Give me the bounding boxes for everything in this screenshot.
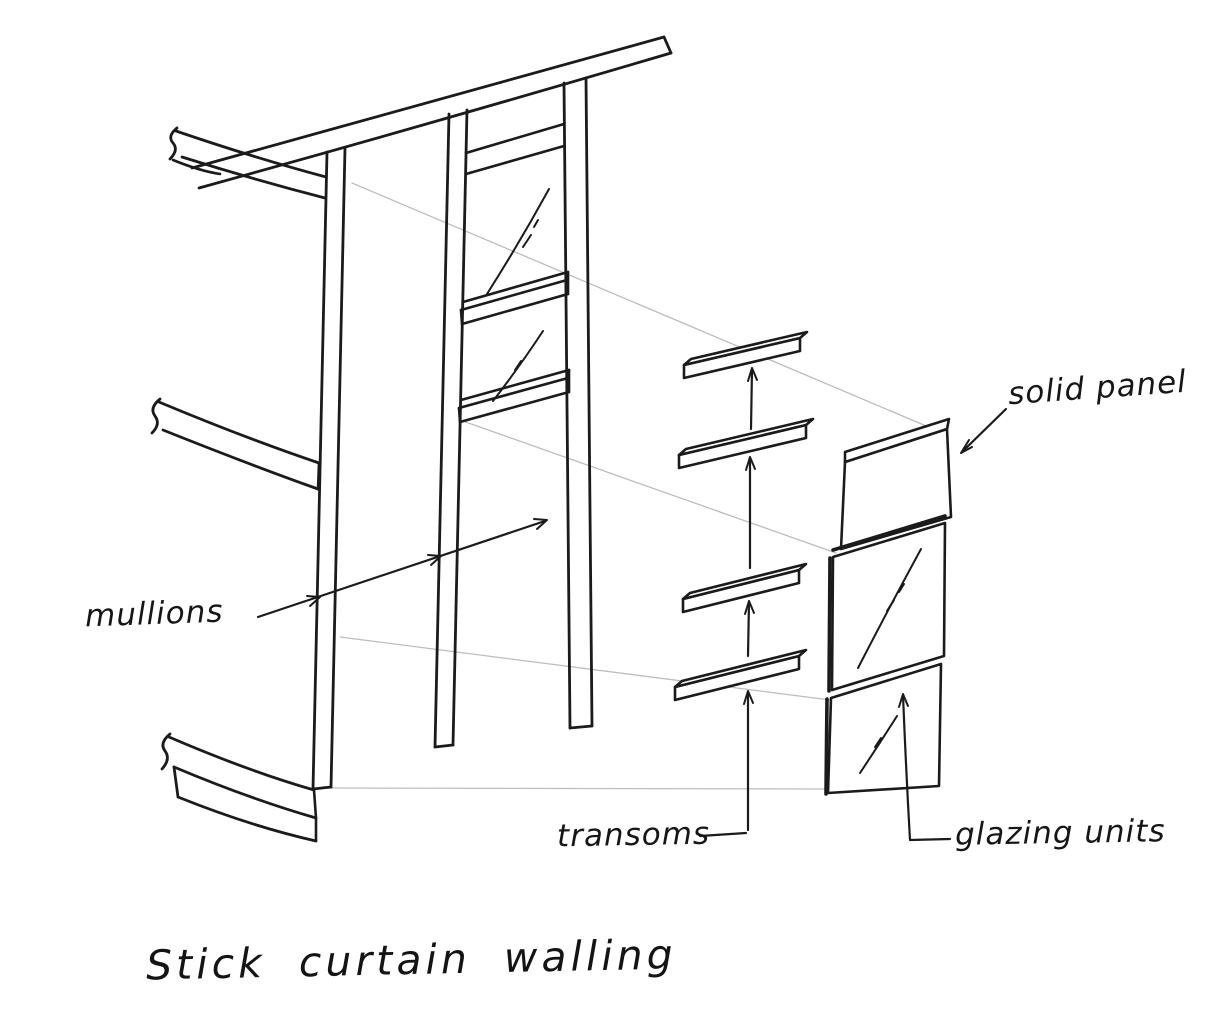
frame-transom-upper [459, 270, 570, 326]
floor-slab-bottom [160, 732, 318, 843]
label-glazing-units: glazing units [954, 813, 1166, 853]
glazing-unit-middle [827, 514, 947, 693]
mullion-2 [433, 108, 469, 749]
mullion-3 [562, 76, 594, 730]
frame-transom-lower [457, 368, 571, 424]
label-transoms: transoms [556, 815, 711, 855]
top-rail [190, 35, 673, 190]
glazing-units-leader-arrow [898, 693, 952, 842]
solid-panel [839, 417, 953, 551]
frame-head-transom [464, 122, 566, 176]
construction-lines [324, 182, 939, 790]
transom-exploded-4 [673, 648, 808, 702]
label-mullions: mullions [84, 593, 225, 635]
transom-exploded-2 [677, 417, 815, 470]
transom-exploded-1 [682, 330, 809, 380]
mullions-leader-arrow [256, 518, 548, 619]
transom-exploded-3 [681, 562, 808, 614]
solid-panel-leader-arrow [960, 407, 1008, 454]
mullion-1 [311, 146, 347, 791]
floor-slab-top [168, 126, 328, 200]
floor-slab-middle [150, 397, 321, 491]
glazing-unit-bottom [824, 662, 943, 796]
transoms-leader-arrow [698, 367, 758, 838]
frame-glass-marks [486, 188, 550, 402]
